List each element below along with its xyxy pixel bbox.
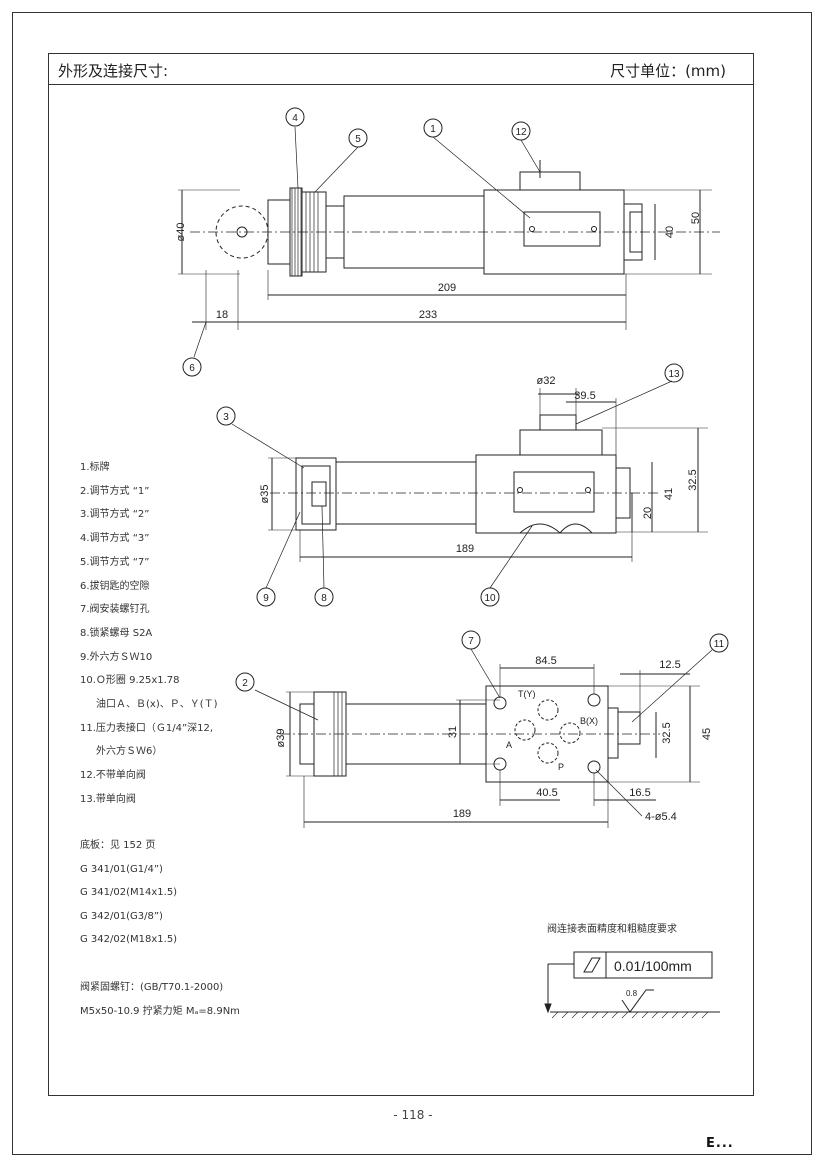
- legend-item: 3.调节方式 “2”: [80, 509, 150, 521]
- oring-section: [519, 523, 593, 534]
- callout-1: 1: [430, 124, 436, 135]
- base-plate-item: G 341/02(M14x1.5): [80, 887, 178, 898]
- legend-item: 6.拔钥匙的空隙: [80, 580, 150, 592]
- flatness-value: 0.01/100mm: [614, 958, 692, 974]
- flatness-frame: [573, 951, 713, 979]
- legend-item: 12.不带单向阀: [80, 770, 146, 782]
- callout-12: 12: [515, 127, 527, 138]
- port-p: P: [558, 762, 564, 772]
- dim-16-5: 16.5: [629, 787, 650, 799]
- view-top: [178, 126, 720, 358]
- bolt-spec-line: 阀紧固螺钉：(GB/T70.1-2000): [80, 982, 224, 993]
- dim-39-5: 39.5: [574, 390, 595, 402]
- legend-item: 4.调节方式 “3”: [80, 533, 150, 545]
- page-border: [12, 12, 812, 1155]
- callout-10: 10: [484, 593, 496, 604]
- legend-item: 13.带单向阀: [80, 793, 136, 805]
- nameplate: [523, 211, 601, 247]
- bolt-spec: 阀紧固螺钉：(GB/T70.1-2000) M5x50-10.9 拧紧力矩 Mₐ…: [80, 976, 240, 1023]
- callout-2: 2: [242, 678, 248, 689]
- callout-13: 13: [668, 369, 680, 380]
- page-number: - 118 -: [393, 1108, 433, 1122]
- view-bottom-callouts: [235, 630, 729, 692]
- dim-50: 50: [690, 212, 702, 224]
- base-plate-item: G 341/01(G1/4”): [80, 863, 163, 875]
- dim-40: 40: [664, 226, 676, 238]
- legend-item: 8.锁紧螺母 S2A: [80, 627, 153, 639]
- roughness-value: 0.8: [626, 989, 638, 998]
- view-middle-callouts: [216, 363, 684, 607]
- dim-233: 233: [419, 309, 437, 321]
- callout-6: 6: [189, 363, 195, 374]
- dim-18: 18: [216, 309, 228, 321]
- legend-item: 5.调节方式 “7”: [80, 556, 150, 568]
- dim-12-5: 12.5: [659, 659, 680, 671]
- dim-d39: ø39: [275, 729, 287, 748]
- callout-8: 8: [321, 593, 327, 604]
- dim-d32: ø32: [537, 375, 556, 387]
- base-plate-item: 底板：见 152 页: [80, 840, 156, 851]
- knob-clearance: [215, 205, 269, 259]
- key-hole: [236, 226, 248, 238]
- legend-item: 9.外六方ＳＷ10: [80, 651, 153, 663]
- bolt-spec-line: M5x50-10.9 拧紧力矩 Mₐ=8.9Nm: [80, 1005, 240, 1017]
- port-b: B(X): [580, 716, 598, 726]
- legend-item: 7.阀安装螺钉孔: [80, 604, 150, 616]
- dim-209: 209: [438, 282, 456, 294]
- legend-item: 外六方ＳＷ6）: [96, 746, 163, 758]
- dim-d35: ø35: [259, 485, 271, 504]
- section-title: 外形及连接尺寸:: [58, 62, 169, 80]
- surface-note: 阀连接表面精度和粗糙度要求: [547, 924, 677, 935]
- dim-holes: 4-ø5.4: [645, 811, 677, 823]
- base-plate-list: 底板：见 152 页 G 341/01(G1/4”) G 341/02(M14x…: [80, 834, 177, 952]
- port-a: A: [506, 740, 512, 750]
- dim-40-5: 40.5: [536, 787, 557, 799]
- legend-item: 11.压力表接口（Ｇ1/4”深12,: [80, 722, 214, 734]
- dim-189-mid: 189: [456, 543, 474, 555]
- dim-32-5-bottom: 32.5: [661, 722, 673, 743]
- callout-11: 11: [714, 639, 725, 650]
- base-plate-item: G 342/01(G3/8”): [80, 910, 163, 922]
- view-top-callouts: [182, 107, 531, 377]
- dim-45: 45: [701, 728, 713, 740]
- surface-requirement: [544, 951, 720, 1019]
- port-t: T(Y): [518, 689, 536, 699]
- dim-189-bottom: 189: [453, 808, 471, 820]
- dim-d40: ø40: [175, 223, 187, 242]
- base-plate-item: G 342/02(M18x1.5): [80, 934, 178, 945]
- view-bottom: [254, 648, 713, 828]
- view-middle: [231, 380, 708, 589]
- dim-20: 20: [642, 507, 654, 519]
- unit-label: 尺寸单位：(mm): [610, 62, 726, 80]
- content-frame: [48, 53, 754, 1096]
- valve-body-side: [475, 454, 617, 534]
- legend-item: 10.Ｏ形圈 9.25x1.78: [80, 675, 180, 687]
- dim-84-5: 84.5: [535, 655, 556, 667]
- callout-5: 5: [355, 134, 361, 145]
- header-divider: [48, 84, 754, 85]
- legend-item: 油口Ａ、Ｂ(x)、Ｐ、Ｙ(Ｔ): [96, 699, 218, 711]
- callout-3: 3: [223, 412, 229, 423]
- legend-item: 2.调节方式 “1”: [80, 485, 150, 497]
- legend-item: 1.标牌: [80, 462, 110, 473]
- dim-31: 31: [447, 726, 459, 738]
- dim-41: 41: [663, 488, 675, 500]
- callout-7: 7: [468, 636, 474, 647]
- dim-32-5: 32.5: [687, 469, 699, 490]
- callout-9: 9: [263, 593, 269, 604]
- parts-legend: 1.标牌 2.调节方式 “1” 3.调节方式 “2” 4.调节方式 “3” 5.…: [80, 456, 218, 812]
- callout-4: 4: [292, 113, 298, 124]
- brand-logo: E...: [706, 1136, 734, 1151]
